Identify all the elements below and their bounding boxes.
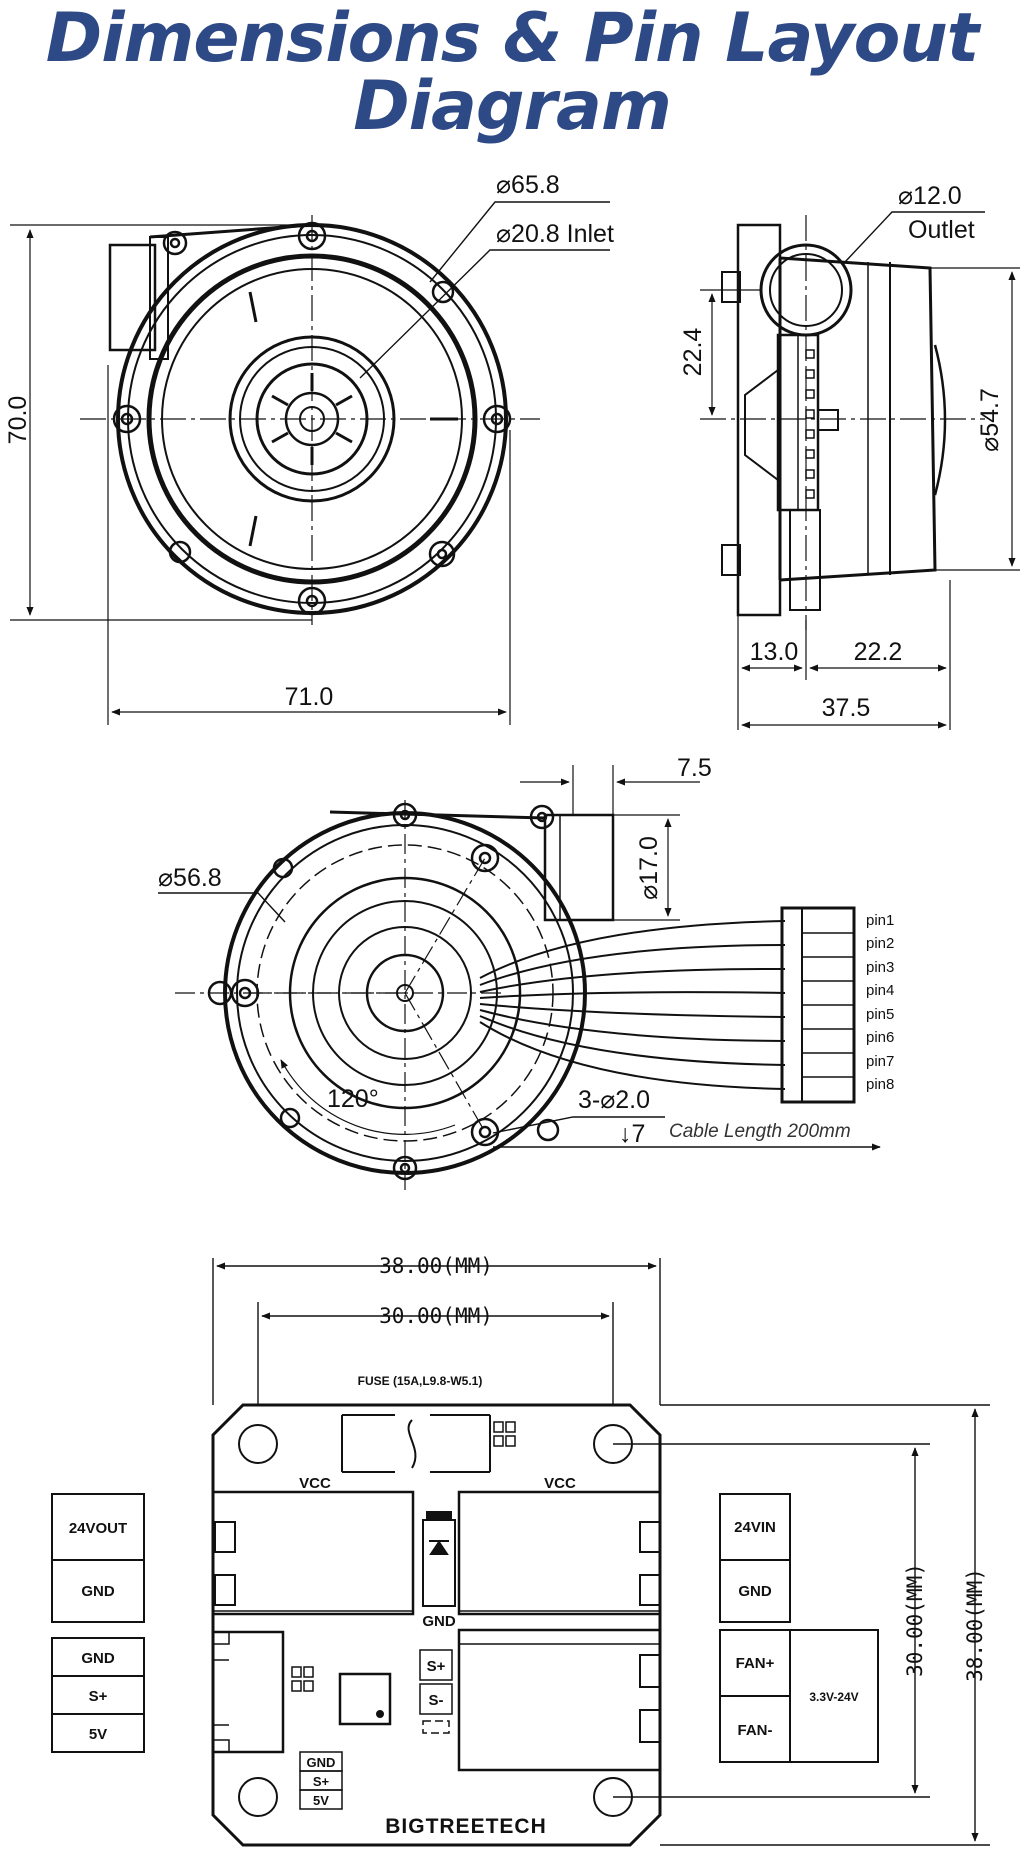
board-chip [338,1672,392,1726]
pin-label: pin8 [866,1076,894,1093]
terminal-24vout [211,1490,415,1616]
side-depth-front-label: 13.0 [750,638,799,666]
side-outlet-diameter-label: ⌀12.0 [898,182,962,210]
side-outlet-offset-lines [700,289,760,416]
side-body-diameter-label: ⌀54.7 [976,388,1004,452]
board-drawing [51,1258,990,1847]
side-outlet-offset-label: 22.4 [679,328,707,377]
board-height-dimension-lines [613,1404,990,1846]
board-height-outer-label: 38.00(MM) [963,1568,987,1682]
title-line-1: Dimensions & Pin Layout [45,0,980,78]
right-fan-label: FAN- [738,1722,773,1739]
pin-label: pin3 [866,959,894,976]
right-top-label: GND [738,1583,772,1600]
board-width-inner-label: 30.00(MM) [379,1304,493,1328]
left-top-label: GND [81,1583,115,1600]
front-height-dimension-lines [10,224,312,621]
pin-label: pin2 [866,935,894,952]
pin-labels: pin1 pin2 pin3 pin4 pin5 pin6 pin7 pin8 [866,912,894,1093]
board-fuse [341,1414,491,1473]
left-top-label-table [51,1493,145,1623]
side-front-plate [736,223,782,617]
rear-hole-depth-label: ↓7 [619,1120,645,1148]
front-width-dimension-lines [107,365,511,725]
rear-outlet-offset-label: 7.5 [677,754,712,782]
connector-signal [211,1630,285,1754]
front-center-lines [80,215,540,625]
left-bottom-label-table [51,1637,145,1753]
front-leaders [359,201,610,379]
side-depth-total-label: 37.5 [822,694,871,722]
rear-view [158,765,881,1190]
side-outlet-label: Outlet [908,216,975,244]
rear-holes-label: 3-⌀2.0 [578,1086,650,1114]
side-body-diameter-lines [930,267,1020,571]
front-width-label: 71.0 [285,683,334,711]
left-bottom-label: GND [81,1650,115,1667]
left-bottom-label: 5V [89,1726,107,1743]
front-inlet-label: ⌀20.8 Inlet [496,220,614,248]
s-plus-label: S+ [427,1658,446,1675]
pin-label: pin4 [866,982,894,999]
pin-label: pin1 [866,912,894,929]
silk-splus-label: S+ [313,1774,330,1789]
silk-gnd-label: GND [307,1755,336,1770]
board-diode [422,1511,456,1607]
gnd-mid-label: GND [422,1613,456,1630]
vcc-right-label: VCC [544,1475,576,1492]
board-mounting-holes [238,1424,633,1817]
side-depth-rear-label: 22.2 [854,638,903,666]
rear-outlet-diameter-lines [613,814,680,921]
board-height-inner-label: 30.00(MM) [903,1563,927,1677]
s-minus-label: S- [429,1692,444,1709]
rear-cable-length-label: Cable Length 200mm [669,1121,851,1142]
front-outer-diameter-label: ⌀65.8 [496,171,560,199]
rear-wires [479,920,786,1090]
side-depth-lines [737,580,951,730]
rear-mounting-holes [207,802,560,1181]
title-line-2: Diagram [353,67,672,146]
left-top-label: 24VOUT [69,1520,127,1537]
right-top-label-table [719,1493,791,1623]
terminal-24vin [457,1490,662,1616]
rear-angle-label: 120° [327,1085,379,1113]
right-top-label: 24VIN [734,1519,776,1536]
rear-mount-circle-label: ⌀56.8 [158,864,222,892]
board-width-dimension-lines [212,1258,661,1405]
rear-outlet-tube [543,813,615,922]
pin-label: pin7 [866,1053,894,1070]
front-view [10,201,610,725]
vcc-left-label: VCC [299,1475,331,1492]
terminal-fan [457,1628,662,1772]
pin-label: pin6 [866,1029,894,1046]
fuse-label: FUSE (15A,L9.8-W5.1) [358,1374,483,1388]
rear-outlet-offset-lines [520,765,700,815]
front-height-label: 70.0 [4,396,32,445]
brand-logo-text: BIGTREETECH [385,1815,547,1838]
board-width-outer-label: 38.00(MM) [379,1254,493,1278]
right-fan-label: FAN+ [736,1655,775,1672]
side-view [700,211,1020,730]
pin-label: pin5 [866,1006,894,1023]
rear-outlet-diameter-label: ⌀17.0 [635,836,663,900]
silk-5v-label: 5V [313,1793,329,1808]
left-bottom-label: S+ [89,1688,108,1705]
fan-voltage-label: 3.3V-24V [809,1690,858,1704]
rear-angle-arc [280,1059,456,1135]
